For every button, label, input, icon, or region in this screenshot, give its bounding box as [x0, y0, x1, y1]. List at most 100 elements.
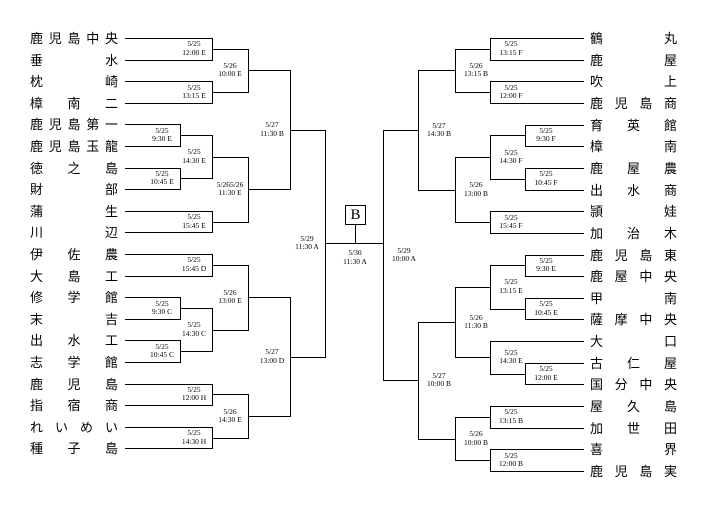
match-time: 10:45 E [150, 177, 174, 187]
match-date: 5/27 [432, 120, 446, 130]
match-date: 5/25 [155, 298, 169, 308]
match-time: 14:30 H [181, 436, 207, 446]
match-date: 5/26 [469, 312, 483, 322]
team-name: 鶴丸 [590, 32, 677, 47]
match-date: 5/25 [187, 320, 201, 330]
team-name: 大口 [590, 335, 677, 351]
team-name: 鹿児島商 [590, 96, 677, 112]
team-name: 大島工 [30, 269, 118, 285]
team-name: 種子島 [30, 442, 118, 458]
match-time: 11:30 A [295, 242, 319, 252]
match-date: 5/25 [187, 147, 201, 157]
match-date: 5/25 [539, 364, 553, 374]
match-date: 5/26 [223, 60, 237, 70]
match-time: 11:30 E [218, 188, 242, 198]
match-date: 5/265/26 [216, 179, 244, 189]
match-date: 5/25 [504, 407, 518, 417]
team-name: 鹿屋中央 [590, 270, 677, 286]
team-name: れいめい [30, 420, 118, 436]
team-name: 出水商 [590, 183, 677, 199]
match-date: 5/25 [187, 212, 201, 222]
match-date: 5/26 [469, 60, 483, 70]
match-time: 9:30 F [536, 134, 556, 144]
team-name: 樟南 [590, 140, 677, 156]
match-time: 14:30 E [218, 415, 242, 424]
match-time: 13:15 E [499, 285, 523, 295]
match-time: 12:00 B [499, 459, 523, 469]
match-time: 12:00 F [499, 91, 523, 101]
match-date: 5/29 [300, 233, 314, 243]
match-date: 5/25 [187, 384, 201, 394]
match-time: 14:30 C [182, 328, 206, 338]
team-name: 鹿児島第一 [30, 118, 118, 134]
match-date: 5/25 [187, 428, 201, 438]
match-time: 13:00 D [259, 355, 285, 365]
match-time: 10:00 E [218, 69, 242, 79]
match-date: 5/25 [539, 125, 553, 135]
team-name: 川辺 [30, 226, 118, 242]
final-venue-box: B [345, 205, 366, 225]
team-name: 枕崎 [30, 75, 118, 91]
team-name: 鹿屋 [590, 53, 677, 69]
match-time: 10:00 B [464, 437, 488, 447]
team-name: 頴娃 [590, 205, 677, 221]
match-time: 12:00 E [534, 372, 558, 382]
match-time: 12:00 E [182, 47, 206, 57]
match-date: 5/25 [504, 347, 518, 357]
match-time: 9:30 C [151, 307, 173, 316]
match-time: 11:30 B [464, 321, 488, 331]
match-time: 13:15 B [464, 69, 488, 79]
team-name: 屋久島 [590, 400, 677, 416]
match-time: 10:45 F [534, 177, 558, 187]
match-date: 5/25 [504, 212, 518, 222]
match-date: 5/27 [432, 370, 446, 380]
match-time: 15:45 F [499, 221, 523, 231]
match-date: 5/25 [504, 82, 518, 92]
final-match-label: 5/30 11:30 A [333, 248, 377, 266]
match-date: 5/26 [469, 180, 483, 190]
team-name: 財部 [30, 183, 118, 199]
team-name: 鹿児島中央 [30, 32, 118, 47]
match-time: 15:45 D [181, 263, 207, 273]
team-name: 甲南 [590, 291, 677, 307]
team-name: 国分中央 [590, 378, 677, 394]
match-date: 5/25 [539, 299, 553, 309]
match-date: 5/27 [265, 120, 279, 130]
match-time: 14:30 F [499, 156, 523, 166]
match-time: 10:45 E [534, 307, 558, 317]
match-date: 5/27 [265, 347, 279, 357]
match-time: 12:00 H [181, 393, 207, 403]
team-name: 伊佐農 [30, 248, 118, 263]
team-name: 樟南二 [30, 96, 118, 112]
team-name: 志学館 [30, 356, 118, 371]
